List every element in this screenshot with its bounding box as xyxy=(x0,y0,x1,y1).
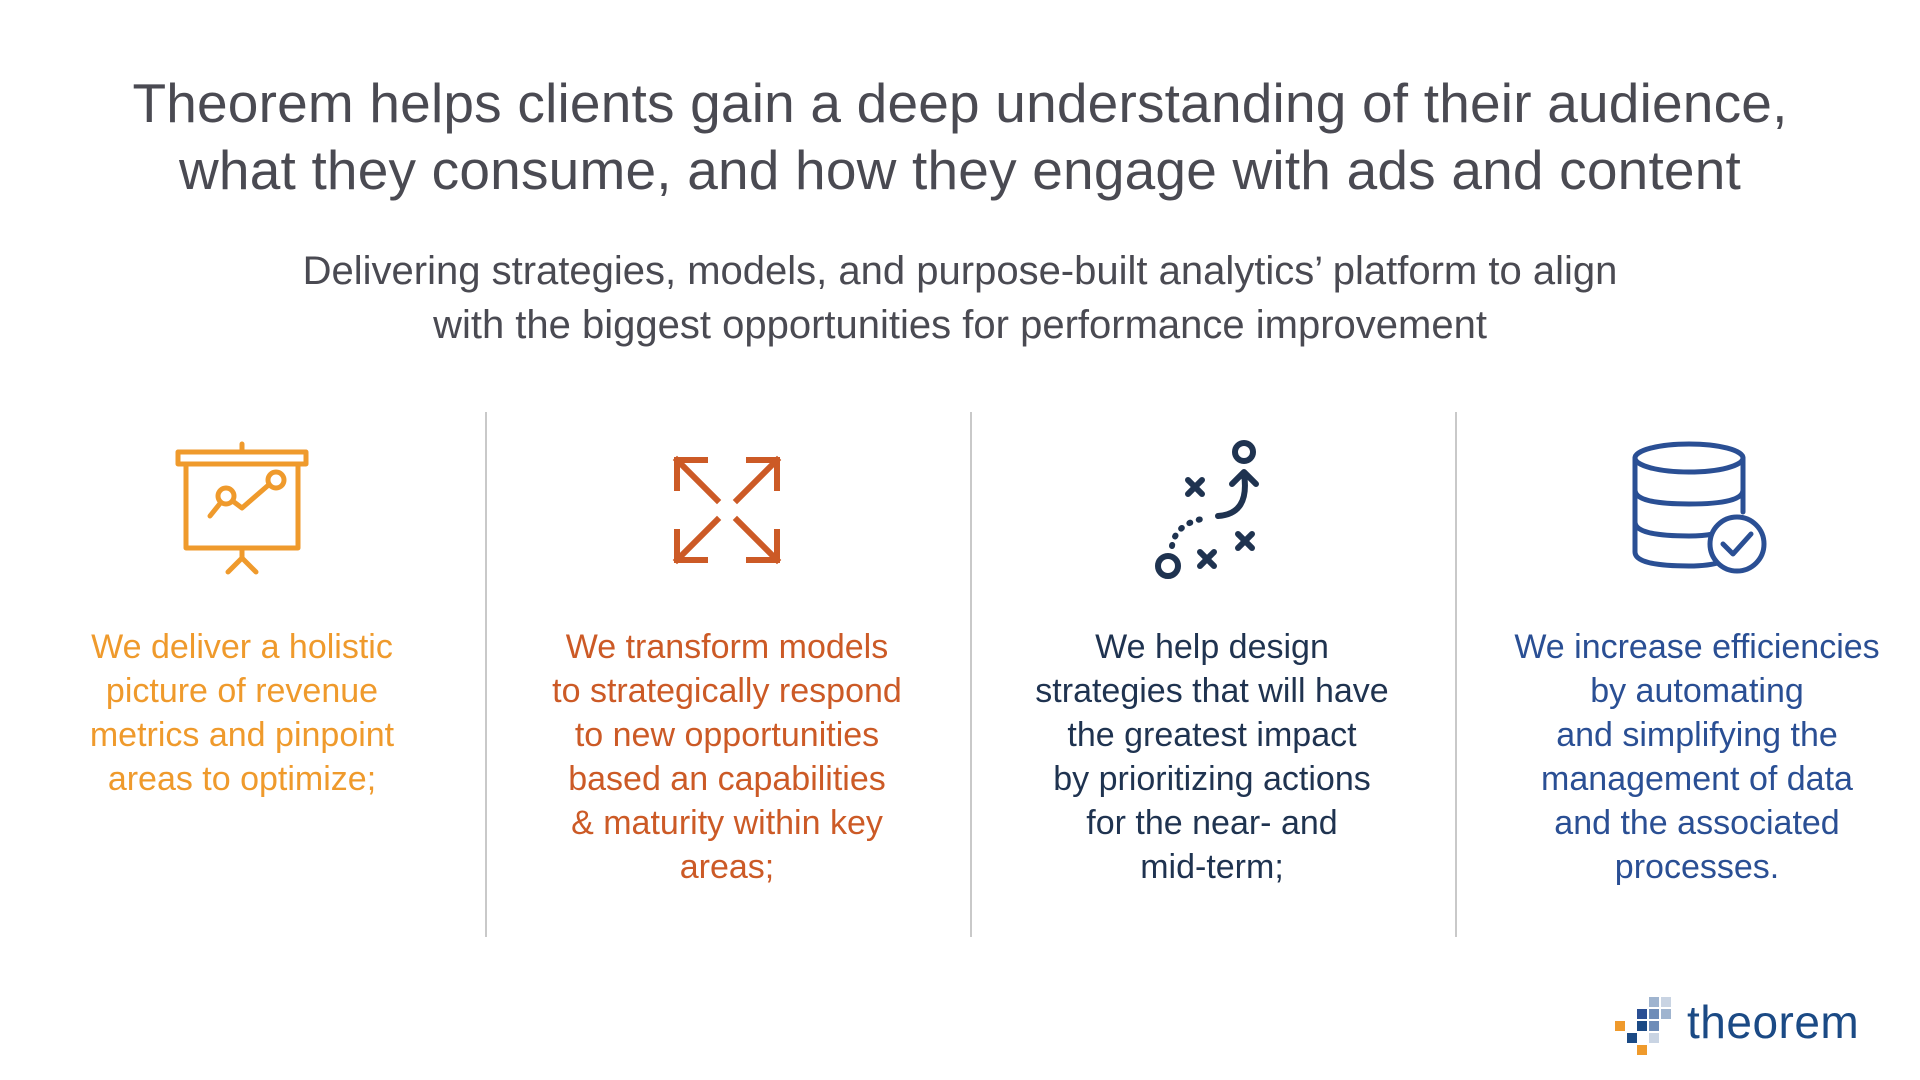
subheadline-line-2: with the biggest opportunities for perfo… xyxy=(433,303,1487,347)
feature-column-revenue: We deliver a holistic picture of revenue… xyxy=(12,430,472,910)
database-check-icon xyxy=(1617,430,1777,590)
theorem-logo-wordmark: theorem xyxy=(1687,996,1860,1048)
headline-line-1: Theorem helps clients gain a deep unders… xyxy=(132,72,1788,134)
presentation-chart-icon xyxy=(162,430,322,590)
column-divider xyxy=(970,412,972,937)
feature-column-strategy: We help design strategies that will have… xyxy=(982,430,1442,910)
headline-line-2: what they consume, and how they engage w… xyxy=(178,139,1741,201)
headline: Theorem helps clients gain a deep unders… xyxy=(0,70,1920,204)
feature-column-data: We increase efficiencies by automating a… xyxy=(1467,430,1920,910)
subheadline: Delivering strategies, models, and purpo… xyxy=(0,244,1920,352)
column-divider xyxy=(485,412,487,937)
strategy-play-icon xyxy=(1132,430,1292,590)
feature-description: We deliver a holistic picture of revenue… xyxy=(89,628,395,798)
theorem-logo-mark-icon xyxy=(1615,997,1671,1055)
expand-arrows-icon xyxy=(647,430,807,590)
feature-description: We help design strategies that will have… xyxy=(1035,628,1389,886)
subheadline-line-1: Delivering strategies, models, and purpo… xyxy=(302,249,1618,293)
feature-column-models: We transform models to strategically res… xyxy=(497,430,957,910)
theorem-logo: theorem xyxy=(1615,995,1885,1060)
feature-description: We transform models to strategically res… xyxy=(552,628,902,886)
feature-description: We increase efficiencies by automating a… xyxy=(1514,628,1880,886)
column-divider xyxy=(1455,412,1457,937)
